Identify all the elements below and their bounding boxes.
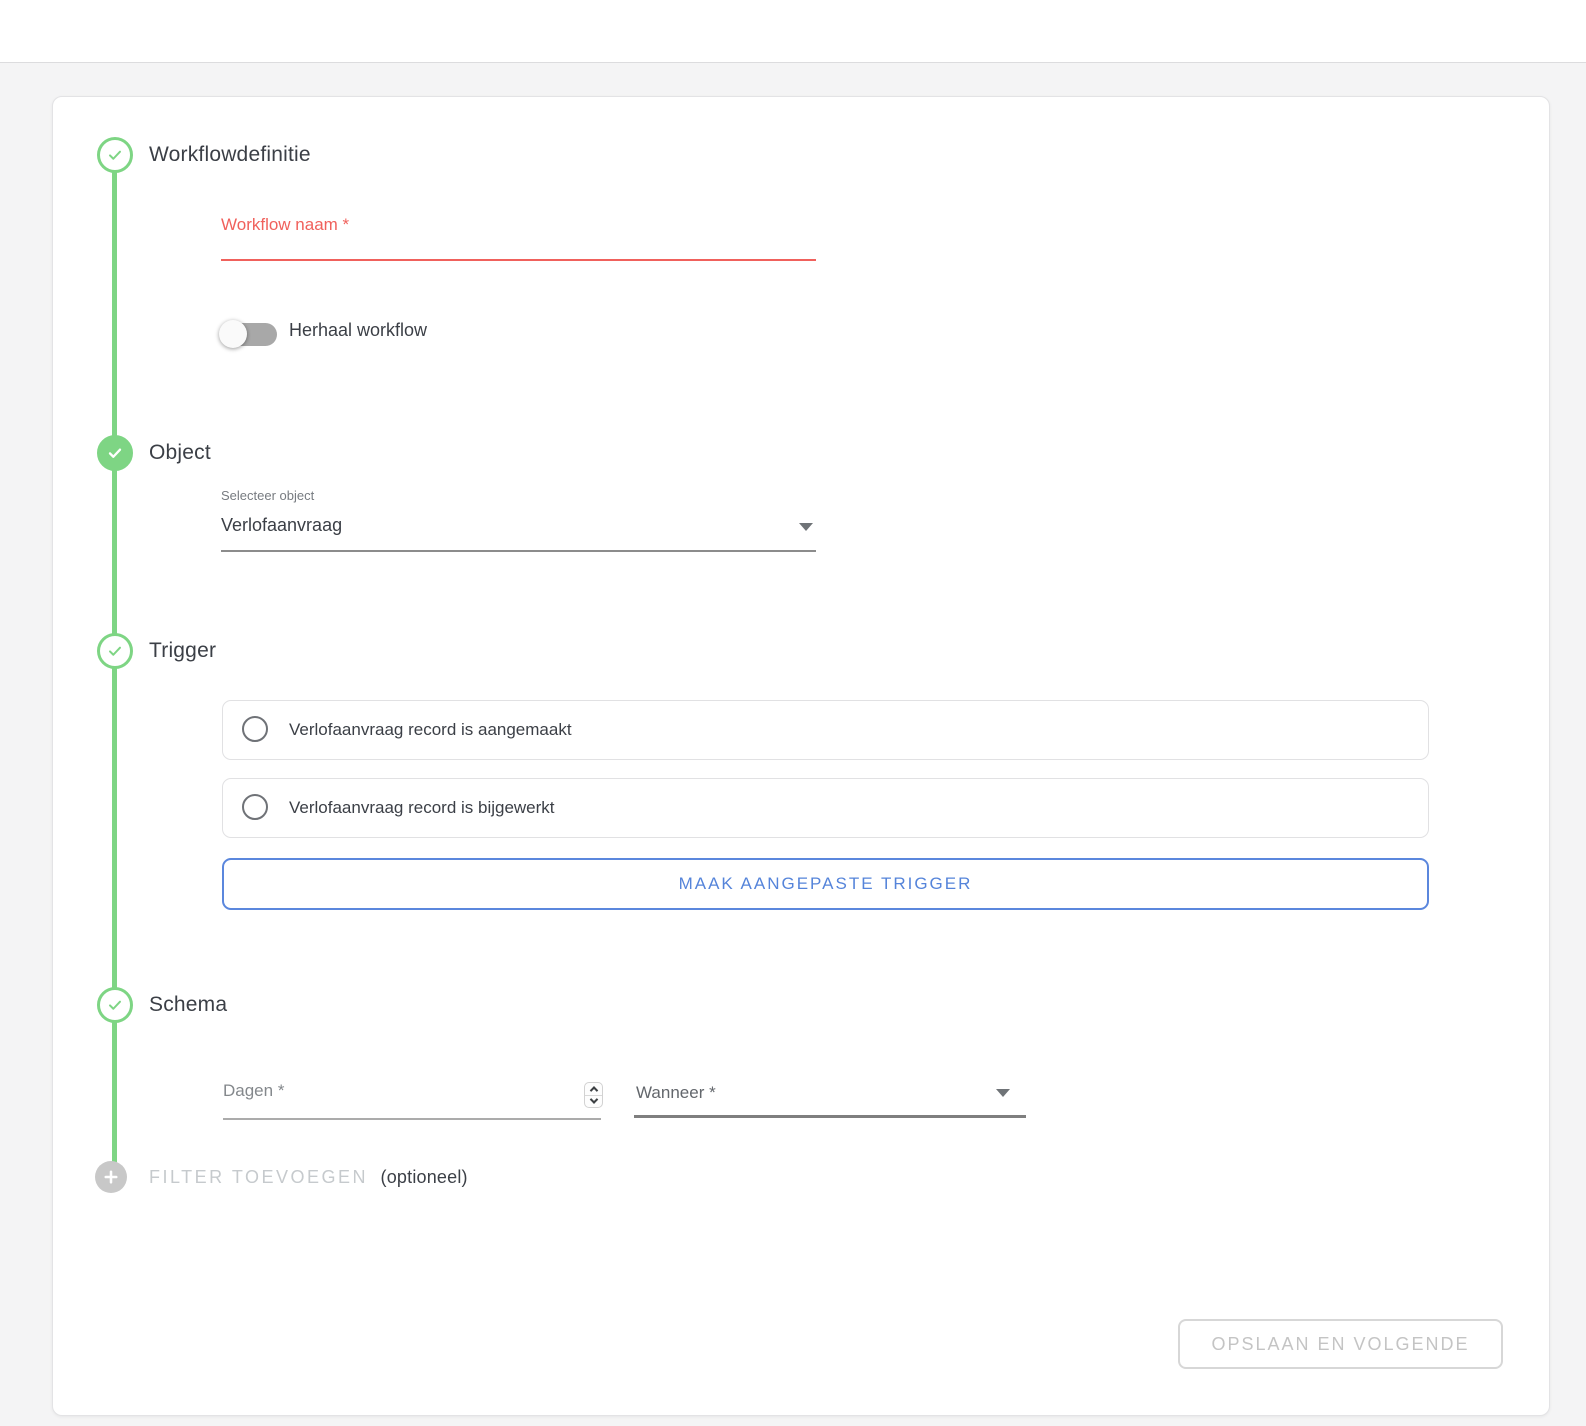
- save-and-next-button[interactable]: OPSLAAN EN VOLGENDE: [1178, 1319, 1503, 1369]
- trigger-option-updated[interactable]: Verlofaanvraag record is bijgewerkt: [222, 778, 1429, 838]
- repeat-workflow-label: Herhaal workflow: [289, 320, 428, 340]
- step-indicator-workflowdefinitie[interactable]: [97, 137, 133, 173]
- step-indicator-object[interactable]: [97, 435, 133, 471]
- number-stepper[interactable]: [584, 1082, 603, 1108]
- radio-unchecked-icon[interactable]: [242, 716, 268, 742]
- step-title-object: Object: [149, 441, 211, 464]
- check-icon: [105, 995, 125, 1015]
- object-select-value: Verlofaanvraag: [221, 515, 343, 535]
- check-icon: [105, 145, 125, 165]
- trigger-option-label: Verlofaanvraag record is aangemaakt: [289, 720, 572, 739]
- object-select-label: Selecteer object: [221, 488, 315, 503]
- chevron-down-icon[interactable]: [585, 1094, 602, 1108]
- when-select-label: Wanneer *: [636, 1083, 716, 1102]
- add-filter-row[interactable]: FILTER TOEVOEGEN (optioneel): [149, 1161, 468, 1193]
- create-custom-trigger-button[interactable]: MAAK AANGEPASTE TRIGGER: [222, 858, 1429, 910]
- object-select-underline: [221, 550, 816, 552]
- when-select-underline: [634, 1115, 1026, 1118]
- chevron-down-icon: [799, 523, 813, 531]
- trigger-option-created[interactable]: Verlofaanvraag record is aangemaakt: [222, 700, 1429, 760]
- trigger-option-label: Verlofaanvraag record is bijgewerkt: [289, 798, 555, 817]
- toggle-thumb: [219, 320, 247, 348]
- radio-unchecked-icon[interactable]: [242, 794, 268, 820]
- chevron-down-icon: [996, 1089, 1010, 1097]
- step-title-schema: Schema: [149, 993, 228, 1016]
- plus-icon: [102, 1168, 120, 1186]
- add-filter-optional-label: (optioneel): [380, 1167, 468, 1187]
- top-bar: [0, 0, 1586, 63]
- workflow-name-underline: [221, 259, 816, 261]
- check-icon: [105, 641, 125, 661]
- days-field-label: Dagen *: [223, 1081, 285, 1100]
- repeat-workflow-toggle[interactable]: [219, 320, 277, 348]
- add-filter-button[interactable]: [95, 1161, 127, 1193]
- step-title-trigger: Trigger: [149, 639, 217, 662]
- check-icon: [105, 443, 125, 463]
- step-indicator-trigger[interactable]: [97, 633, 133, 669]
- chevron-up-icon[interactable]: [585, 1083, 602, 1095]
- step-title-workflowdefinitie: Workflowdefinitie: [149, 143, 311, 166]
- step-indicator-schema[interactable]: [97, 987, 133, 1023]
- days-field-underline: [223, 1118, 601, 1120]
- add-filter-label: FILTER TOEVOEGEN: [149, 1167, 369, 1187]
- workflow-stepper-card: Workflowdefinitie Workflow naam * Herhaa…: [52, 96, 1550, 1416]
- workflow-name-label: Workflow naam *: [221, 215, 350, 234]
